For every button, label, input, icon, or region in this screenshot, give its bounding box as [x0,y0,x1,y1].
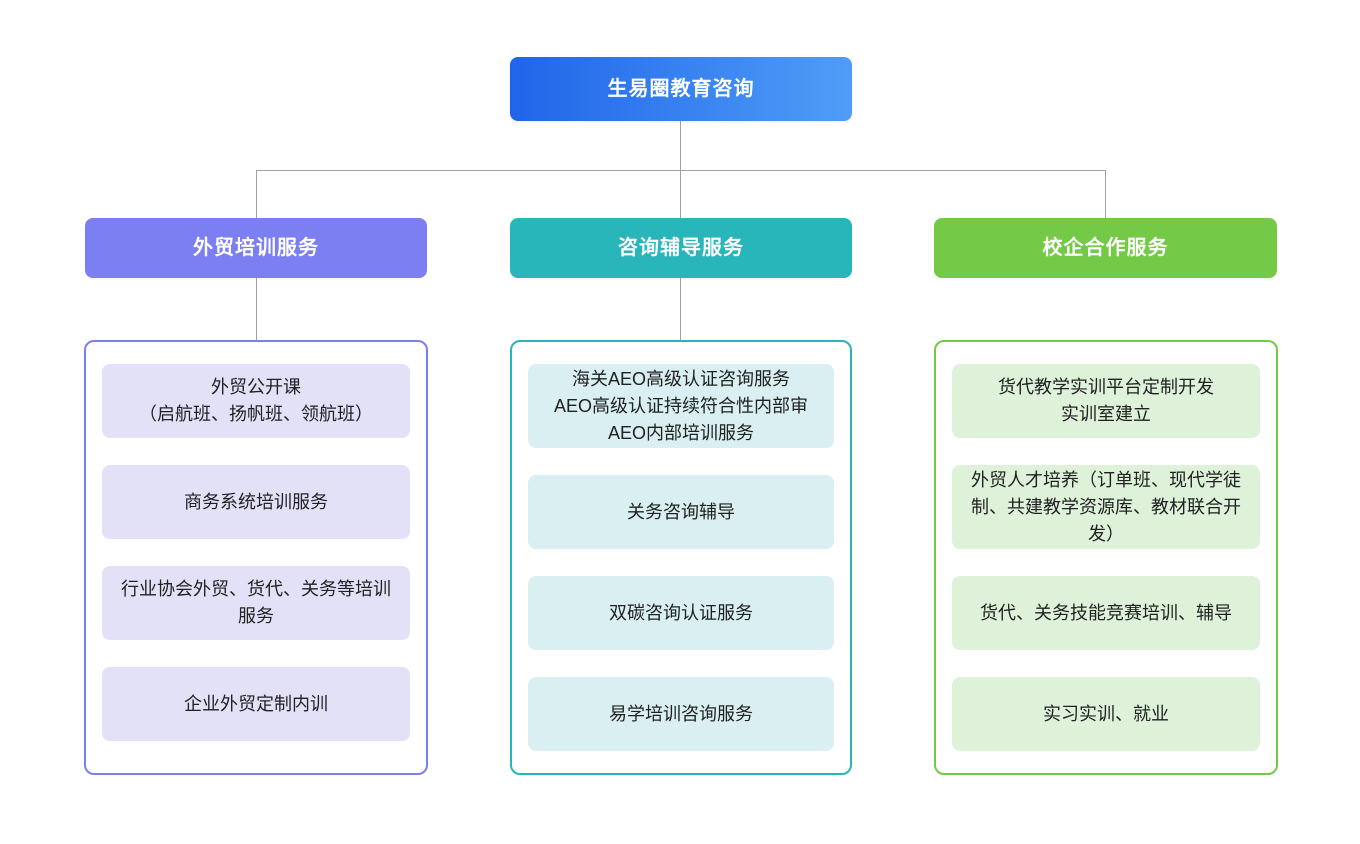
branch-container-trade-training: 外贸公开课 （启航班、扬帆班、领航班） 商务系统培训服务 行业协会外贸、货代、关… [84,340,428,775]
branch-label: 外贸培训服务 [193,237,319,259]
leaf-item[interactable]: 外贸人才培养（订单班、现代学徒制、共建教学资源库、教材联合开发） [952,465,1260,549]
leaf-item[interactable]: 商务系统培训服务 [102,465,410,539]
leaf-item[interactable]: 货代、关务技能竞赛培训、辅导 [952,576,1260,650]
leaf-item[interactable]: 企业外贸定制内训 [102,667,410,741]
connector-root-stem [680,121,681,171]
connector-drop-school [1105,170,1106,218]
branch-label: 咨询辅导服务 [618,237,744,259]
branch-node-school-enterprise[interactable]: 校企合作服务 [934,218,1277,278]
branch-label: 校企合作服务 [1042,237,1169,259]
root-node-label: 生易圈教育咨询 [607,78,755,100]
leaf-item[interactable]: 货代教学实训平台定制开发 实训室建立 [952,364,1260,438]
leaf-item[interactable]: 易学培训咨询服务 [528,677,834,751]
connector-drop-trade [256,170,257,218]
branch-container-consulting: 海关AEO高级认证咨询服务 AEO高级认证持续符合性内部审 AEO内部培训服务 … [510,340,852,775]
branch-container-school-enterprise: 货代教学实训平台定制开发 实训室建立 外贸人才培养（订单班、现代学徒制、共建教学… [934,340,1278,775]
branch-node-consulting[interactable]: 咨询辅导服务 [510,218,852,278]
branch-node-trade-training[interactable]: 外贸培训服务 [85,218,427,278]
connector-trade-to-container [256,278,257,340]
connector-drop-consulting [680,170,681,218]
root-node[interactable]: 生易圈教育咨询 [510,57,852,121]
connector-horizontal-bar [256,170,1106,171]
connector-consulting-to-container [680,278,681,340]
leaf-item[interactable]: 实习实训、就业 [952,677,1260,751]
leaf-item[interactable]: 关务咨询辅导 [528,475,834,549]
leaf-item[interactable]: 行业协会外贸、货代、关务等培训服务 [102,566,410,640]
leaf-item[interactable]: 外贸公开课 （启航班、扬帆班、领航班） [102,364,410,438]
leaf-item[interactable]: 双碳咨询认证服务 [528,576,834,650]
leaf-item[interactable]: 海关AEO高级认证咨询服务 AEO高级认证持续符合性内部审 AEO内部培训服务 [528,364,834,448]
